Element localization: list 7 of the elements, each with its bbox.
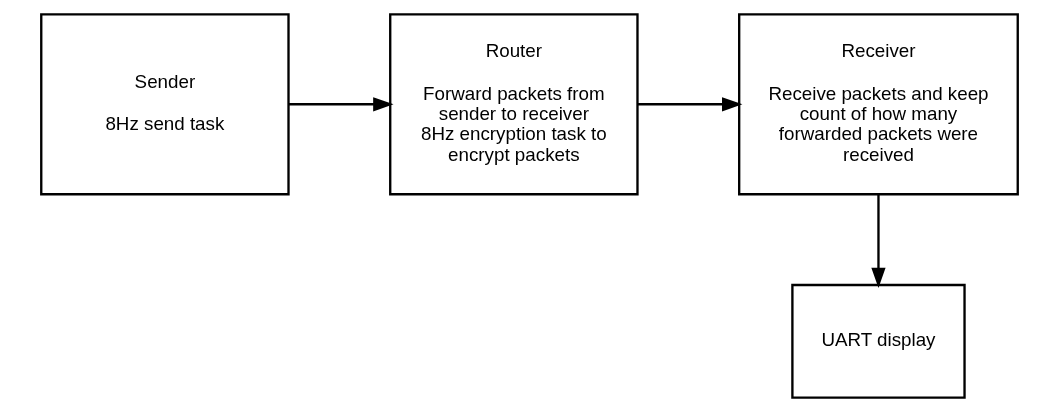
arrow bbox=[288, 97, 394, 112]
node-box: Sender 8Hz send task bbox=[40, 13, 290, 196]
node-box: UART display bbox=[791, 283, 966, 399]
arrow bbox=[871, 194, 886, 288]
node-box: Router Forward packets from sender to receiver 8Hz encryption task to encrypt packets bbox=[389, 13, 639, 196]
arrow bbox=[637, 97, 743, 112]
node-box: Receiver Receive packets and keep count of how many forwarded packets were received bbox=[738, 13, 1019, 196]
